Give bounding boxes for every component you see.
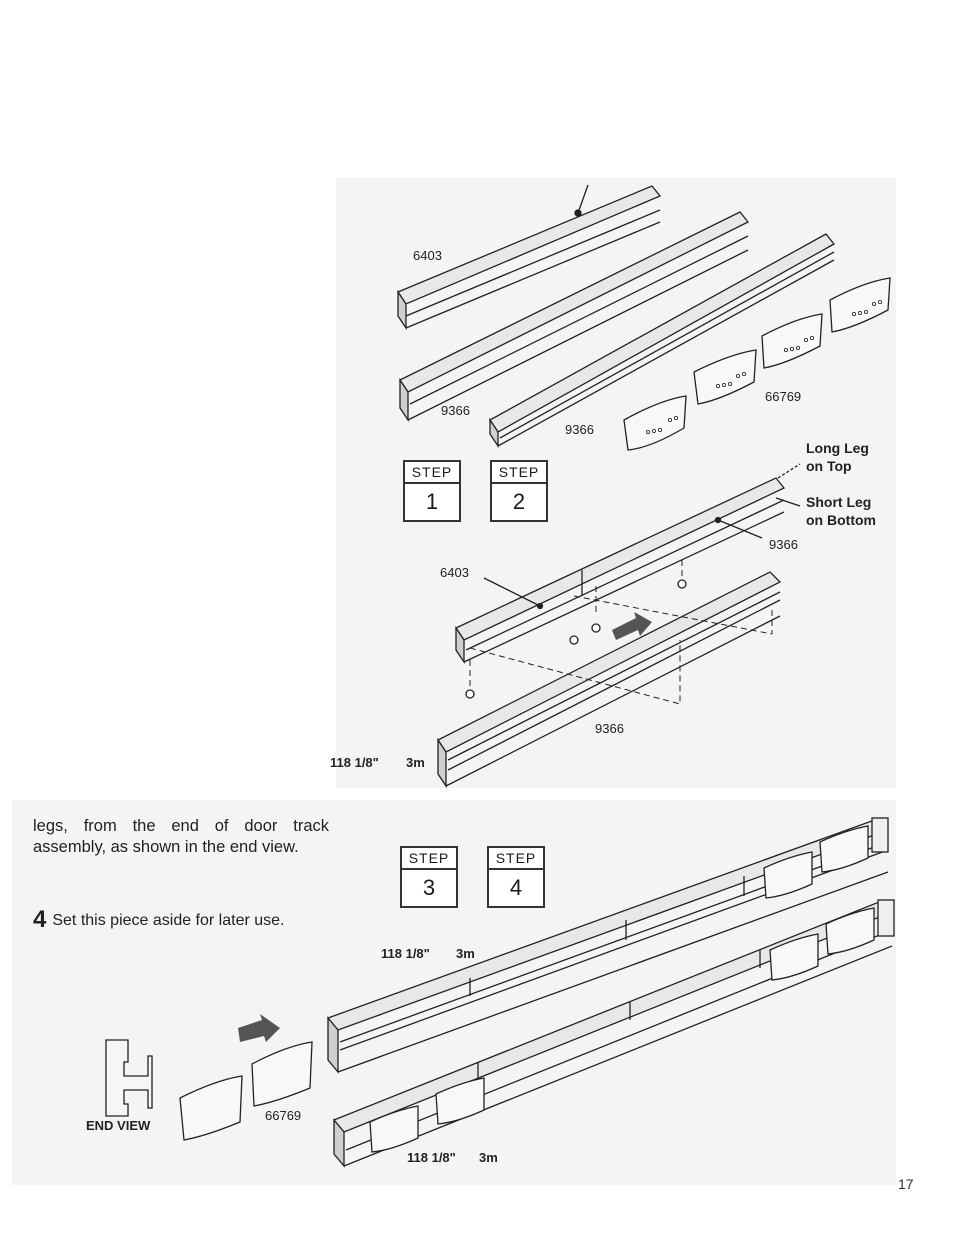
length-bottom-meters: 3m [479, 1150, 498, 1165]
part-66769-loose: 66769 [265, 1108, 301, 1123]
length-bottom-inches: 118 1/8" [407, 1150, 456, 1165]
end-view-label: END VIEW [86, 1118, 150, 1133]
length-top-inches: 118 1/8" [381, 946, 430, 961]
page-number: 17 [898, 1176, 914, 1192]
length-top-meters: 3m [456, 946, 475, 961]
